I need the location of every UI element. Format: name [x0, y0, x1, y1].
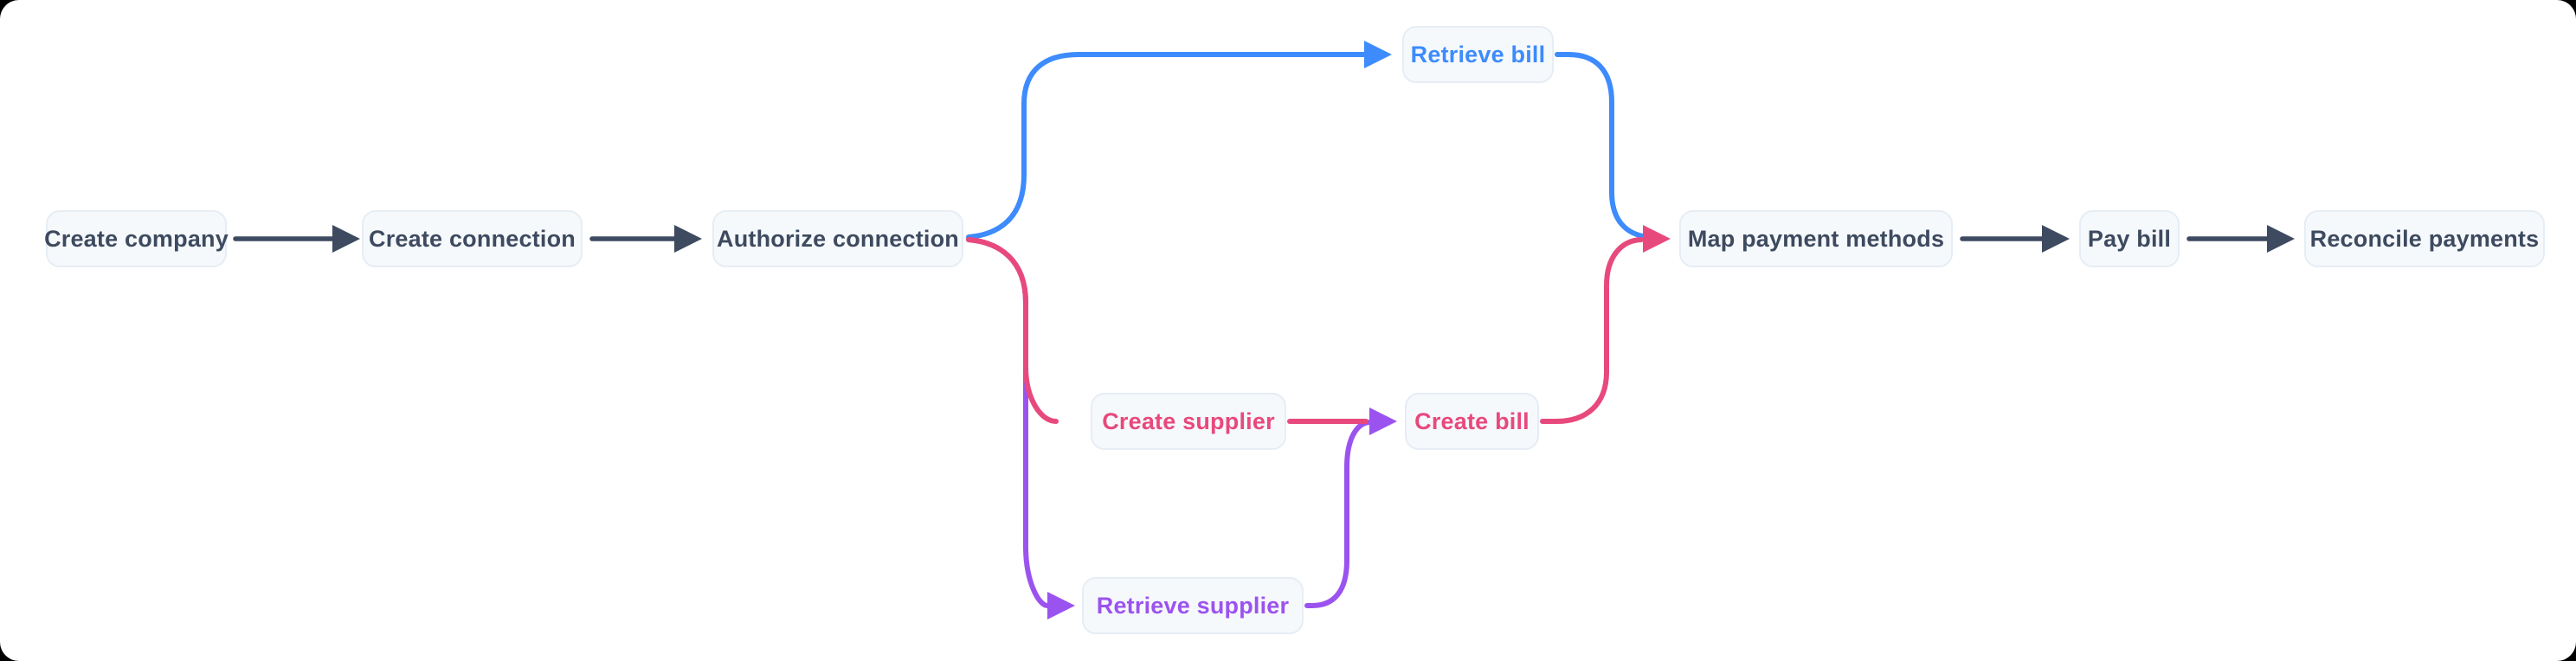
- node-retrieve-supplier: Retrieve supplier: [1082, 577, 1304, 634]
- node-label: Authorize connection: [717, 225, 959, 252]
- node-label: Create company: [44, 225, 229, 252]
- node-reconcile-payments: Reconcile payments: [2304, 210, 2545, 267]
- node-map-payment-methods: Map payment methods: [1679, 210, 1953, 267]
- edge-retrieve-bill-to-map-payment-methods: [1555, 52, 1651, 240]
- node-create-company: Create company: [44, 210, 229, 267]
- arrowhead-into-pay-bill: [2042, 225, 2070, 253]
- arrowhead-into-create-connection: [332, 225, 360, 253]
- node-authorize-connection: Authorize connection: [712, 210, 963, 267]
- node-label: Create supplier: [1102, 408, 1275, 434]
- arrowhead-into-retrieve-bill: [1364, 41, 1392, 68]
- node-label: Pay bill: [2087, 225, 2172, 252]
- node-pay-bill: Pay bill: [2079, 210, 2180, 267]
- edge-create-bill-to-map-payment-methods: [1540, 237, 1644, 424]
- arrowhead-into-create-bill: [1369, 408, 1397, 435]
- node-label: Retrieve supplier: [1096, 592, 1290, 619]
- node-label: Map payment methods: [1687, 225, 1945, 252]
- arrowhead-into-reconcile-payments: [2267, 225, 2295, 253]
- node-label: Create bill: [1414, 408, 1530, 434]
- edge-authorize-connection-to-retrieve-bill: [966, 52, 1367, 240]
- edge-retrieve-supplier-to-create-bill: [1304, 420, 1372, 608]
- edge-authorize-connection-to-retrieve-supplier: [966, 237, 1050, 608]
- node-create-supplier: Create supplier: [1091, 393, 1286, 450]
- node-label: Retrieve bill: [1410, 41, 1546, 67]
- edge-authorize-connection-to-create-supplier: [966, 237, 1059, 424]
- arrowhead-into-retrieve-supplier: [1047, 592, 1075, 619]
- arrowhead-into-map-payment-methods: [1643, 225, 1671, 253]
- node-create-connection: Create connection: [362, 210, 583, 267]
- node-label: Create connection: [369, 225, 576, 252]
- node-retrieve-bill: Retrieve bill: [1402, 26, 1554, 83]
- node-label: Reconcile payments: [2309, 225, 2540, 252]
- arrowhead-into-authorize-connection: [674, 225, 702, 253]
- node-create-bill: Create bill: [1405, 393, 1539, 450]
